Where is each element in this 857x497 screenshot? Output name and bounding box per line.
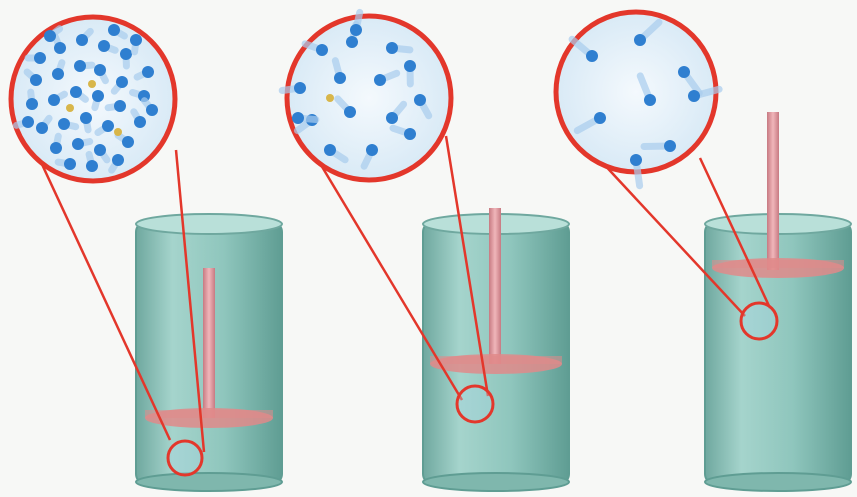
gas-molecule-icon bbox=[594, 112, 606, 124]
gas-molecule-icon bbox=[76, 34, 88, 46]
panel-high-compression bbox=[11, 17, 282, 491]
gas-molecule-icon bbox=[292, 112, 304, 124]
panel-low-compression bbox=[556, 12, 851, 491]
gas-molecule-icon bbox=[92, 90, 104, 102]
gas-molecule-icon bbox=[64, 158, 76, 170]
gas-molecule-icon bbox=[98, 40, 110, 52]
gas-molecule-icon bbox=[22, 116, 34, 128]
gas-molecule-icon bbox=[386, 112, 398, 124]
sample-circle bbox=[457, 386, 493, 422]
gas-molecule-icon bbox=[114, 100, 126, 112]
gas-molecule-icon bbox=[44, 30, 56, 42]
gas-molecule-icon bbox=[58, 118, 70, 130]
gas-molecule-icon bbox=[122, 136, 134, 148]
gas-molecule-icon bbox=[102, 120, 114, 132]
gas-molecule-icon bbox=[334, 72, 346, 84]
gas-molecule-icon bbox=[54, 42, 66, 54]
collision-mark bbox=[66, 104, 74, 112]
gas-molecule-icon bbox=[120, 48, 132, 60]
gas-molecule-icon bbox=[48, 94, 60, 106]
gas-molecule-icon bbox=[26, 98, 38, 110]
gas-molecule-icon bbox=[664, 140, 676, 152]
gas-molecule-icon bbox=[294, 82, 306, 94]
gas-molecule-icon bbox=[316, 44, 328, 56]
gas-molecule-icon bbox=[134, 116, 146, 128]
gas-molecule-icon bbox=[94, 64, 106, 76]
gas-molecule-icon bbox=[678, 66, 690, 78]
gas-molecule-icon bbox=[344, 106, 356, 118]
gas-molecule-icon bbox=[586, 50, 598, 62]
gas-molecule-icon bbox=[414, 94, 426, 106]
collision-mark bbox=[114, 128, 122, 136]
magnifier-circle-icon bbox=[282, 12, 451, 180]
gas-molecule-icon bbox=[404, 60, 416, 72]
gas-molecule-icon bbox=[146, 104, 158, 116]
gas-molecule-icon bbox=[644, 94, 656, 106]
gas-molecule-icon bbox=[324, 144, 336, 156]
gas-molecule-icon bbox=[108, 24, 120, 36]
gas-molecule-icon bbox=[52, 68, 64, 80]
sample-circle bbox=[168, 441, 202, 475]
gas-molecule-icon bbox=[70, 86, 82, 98]
magnifier-circle-icon bbox=[556, 12, 719, 186]
magnifier-circle-icon bbox=[11, 17, 175, 181]
collision-mark bbox=[326, 94, 334, 102]
gas-molecule-icon bbox=[72, 138, 84, 150]
gas-molecule-icon bbox=[86, 160, 98, 172]
gas-molecule-icon bbox=[366, 144, 378, 156]
gas-molecule-icon bbox=[116, 76, 128, 88]
gas-molecule-icon bbox=[80, 112, 92, 124]
gas-molecule-icon bbox=[94, 144, 106, 156]
gas-molecule-icon bbox=[630, 154, 642, 166]
gas-molecule-icon bbox=[350, 24, 362, 36]
panel-medium-compression bbox=[282, 12, 569, 491]
gas-molecule-icon bbox=[404, 128, 416, 140]
gas-molecule-icon bbox=[386, 42, 398, 54]
gas-molecule-icon bbox=[74, 60, 86, 72]
sample-circle bbox=[741, 303, 777, 339]
gas-molecule-icon bbox=[36, 122, 48, 134]
gas-molecule-icon bbox=[346, 36, 358, 48]
gas-molecule-icon bbox=[130, 34, 142, 46]
gas-molecule-icon bbox=[634, 34, 646, 46]
gas-molecule-icon bbox=[688, 90, 700, 102]
gas-molecule-icon bbox=[112, 154, 124, 166]
collision-mark bbox=[88, 80, 96, 88]
gas-molecule-icon bbox=[374, 74, 386, 86]
gas-molecule-icon bbox=[142, 66, 154, 78]
gas-molecule-icon bbox=[34, 52, 46, 64]
gas-molecule-icon bbox=[30, 74, 42, 86]
gas-molecule-icon bbox=[50, 142, 62, 154]
